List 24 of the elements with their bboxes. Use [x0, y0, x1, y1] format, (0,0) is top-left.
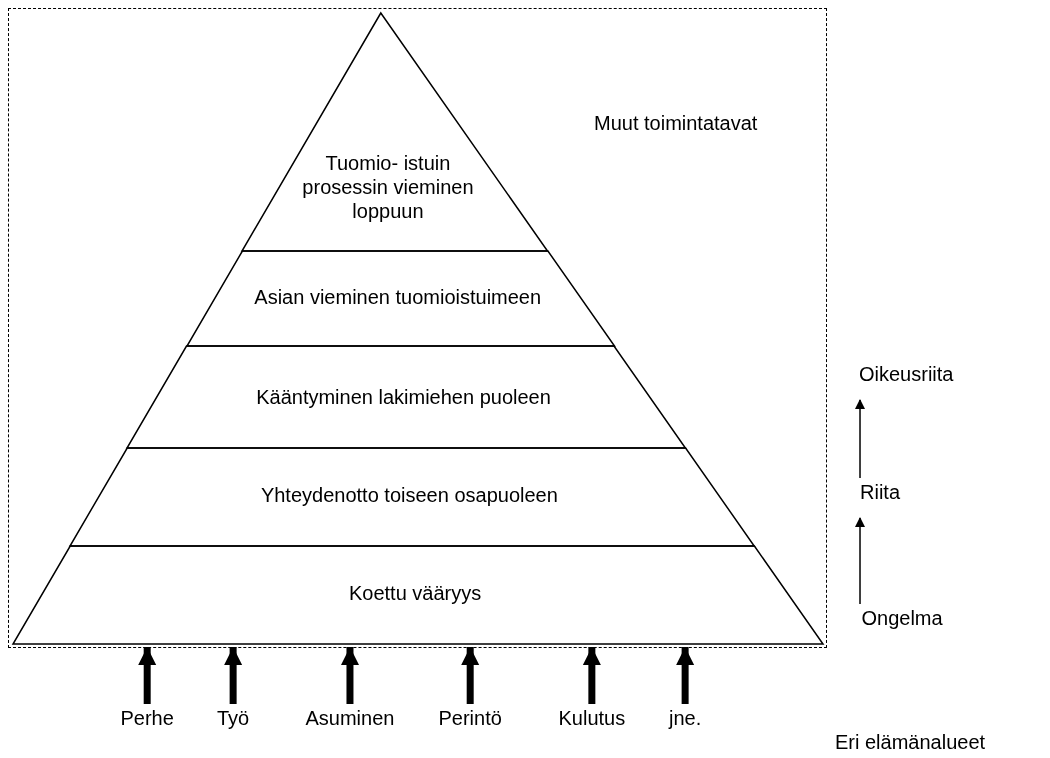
layer-label: Yhteydenotto toiseen osapuoleen: [259, 483, 559, 507]
category-label: Perhe: [120, 706, 174, 730]
layer-label: Koettu vääryys: [347, 581, 483, 605]
category-label: jne.: [669, 706, 702, 730]
category-label: Oikeusriita: [859, 362, 954, 386]
pyramid-layer: [242, 13, 548, 251]
category-label: Ongelma: [861, 606, 943, 630]
pyramid-layer: [13, 546, 823, 644]
category-label: Työ: [217, 706, 250, 730]
category-label: Perintö: [438, 706, 502, 730]
category-label: Riita: [860, 480, 900, 504]
arrow: [855, 517, 865, 605]
category-label: Kulutus: [558, 706, 626, 730]
pyramid-layer: [70, 448, 755, 546]
dashed-frame: [8, 8, 827, 648]
layer-label: Tuomio- istuin prosessin vieminen loppuun: [301, 151, 475, 223]
arrow: [855, 399, 865, 479]
pyramid-layer: [186, 251, 615, 346]
area-label: Eri elämänalueet: [835, 730, 986, 754]
frame-label: Muut toimintatavat: [594, 111, 759, 135]
pyramid-layer: [127, 346, 686, 448]
layer-label: Asian vieminen tuomioistuimeen: [253, 284, 543, 309]
category-label: Asuminen: [305, 706, 395, 730]
layer-label: Kääntyminen lakimiehen puoleen: [255, 385, 552, 409]
